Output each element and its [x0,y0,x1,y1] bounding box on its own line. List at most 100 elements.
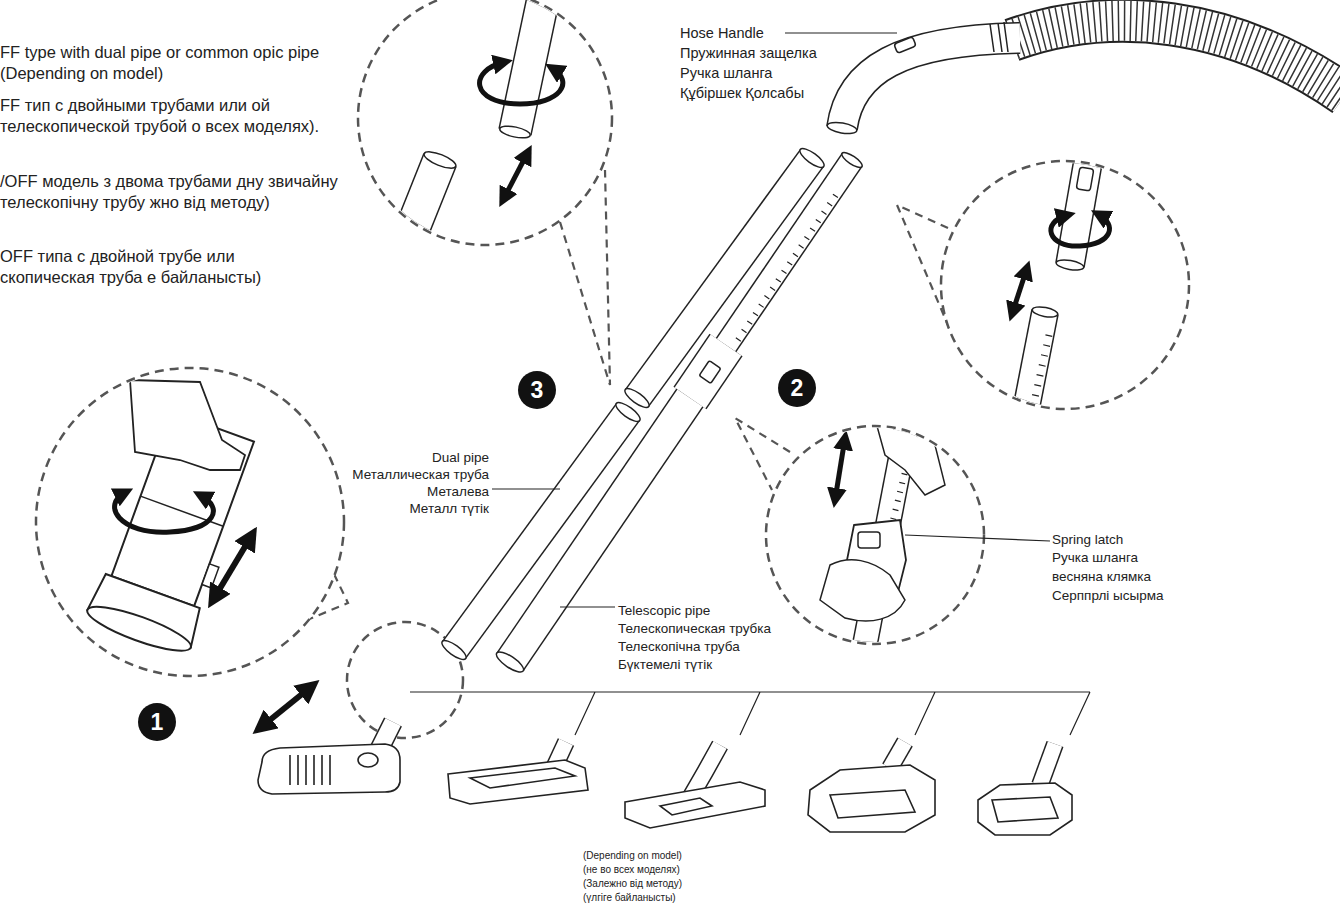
part-label: Ручка шланга [1052,549,1138,566]
slide-arrow [835,438,845,500]
note-text: FF type with dual pipe or common opic pi… [0,42,365,84]
part-label: Металл түтік [409,500,489,517]
pipe-joint-detail [392,0,563,280]
part-label: весняна клямка [1052,568,1151,585]
turbo-window [992,797,1058,822]
pipe-end [439,637,468,662]
nozzles [258,722,1072,835]
scale-ticks [1030,335,1049,420]
bracket-line [410,692,1090,735]
model-note: (Залежно від методу) [583,877,682,890]
leader-line [560,606,615,607]
zoom-circle [766,426,984,644]
nozzle-neck [890,742,905,768]
hose-coupling [990,22,1008,52]
scale-ticks [738,189,840,340]
nozzle-neck [890,742,905,768]
pipe-end [826,120,857,135]
hose [1012,21,1340,95]
callout-circle-shape [138,703,176,741]
note-text: /OFF модель з двома трубами дну звичайну… [0,171,365,213]
turbo-nozzle [808,765,935,832]
rotate-arrow [1051,214,1110,246]
latch-collar [690,345,726,398]
callout-number: 3 [518,371,556,409]
callout-circle: 3 [518,371,556,409]
note-text: OFF типа с двойной трубе или скопическая… [0,246,330,288]
turbo-window [830,790,915,818]
carpet-nozzle [448,760,588,804]
rotate-arrow [115,492,214,532]
part-label: Ручка шланга [680,64,772,82]
zoom-circle [358,0,612,245]
hose-ribs [1012,21,1340,95]
callout-circle-shape [778,369,816,407]
floor-nozzle [258,744,400,794]
tab [202,564,219,588]
part-label: Металева [427,483,489,500]
pipe [510,386,698,662]
rotate-arrow [480,62,563,104]
latch-collar [690,345,726,398]
pipe [510,386,698,662]
nozzle-pedal [358,753,378,767]
nozzle-neck [1040,744,1055,785]
callout-number: 1 [138,703,176,741]
nozzle-grille [290,755,330,785]
leader-line [492,488,560,489]
pipe-end [1031,305,1058,319]
hose [1012,21,1340,95]
pipe [1022,312,1045,430]
nozzle-shell [470,768,575,788]
insert-arrow [1012,268,1027,314]
insert-arrow [213,535,252,600]
nozzle-shell [660,798,712,815]
nozzle-joint-detail [83,380,264,659]
mini-turbo-nozzle [978,783,1072,835]
hand [130,380,245,470]
part-label: Серппрлі ысырма [1052,587,1164,604]
pipe [722,160,852,351]
latch-button [858,532,880,548]
telescopic-pipe [494,150,865,676]
latch [1076,167,1094,191]
pipe-end [499,124,531,140]
model-note: (не во всех моделях) [583,863,680,876]
hose-joint-detail [1012,150,1110,430]
hand [872,402,945,495]
pipe-end [622,385,651,410]
part-label: Бүктемелі түтік [618,656,712,673]
pipe-end [840,150,864,170]
pipe [515,0,545,132]
part-label: Spring latch [1052,531,1123,548]
nozzle-neck [1040,744,1055,785]
part-label: Металлическая труба [352,466,489,483]
part-label: Телескопическая трубка [618,620,771,637]
insert-arrow [503,152,528,200]
note-text: FF тип с двойными трубами или ой телеско… [0,95,365,137]
zoom-pointer [307,170,950,620]
pipe [1022,312,1045,430]
part-label: Telescopic pipe [618,602,710,619]
part-label: Пружинная защелка [680,44,817,62]
callout-circle: 1 [138,703,176,741]
leader-line [905,535,1050,541]
parquet-nozzle [625,782,765,828]
part-label: Телескопічна труба [618,638,740,655]
zoom-circle [36,368,344,676]
pipe [722,160,852,351]
part-label: Hose Handle [680,24,764,42]
pipe-end [494,648,527,675]
latch-button [699,361,721,384]
nozzle-neck [83,599,195,659]
model-note: (үлгіге байланысты) [583,891,676,904]
part-label: Dual pipe [432,449,489,466]
callout-circle-shape [518,371,556,409]
pipe [392,160,440,280]
model-note: (Depending on model) [583,849,682,862]
callout-number: 2 [778,369,816,407]
dual-pipe [439,145,826,662]
